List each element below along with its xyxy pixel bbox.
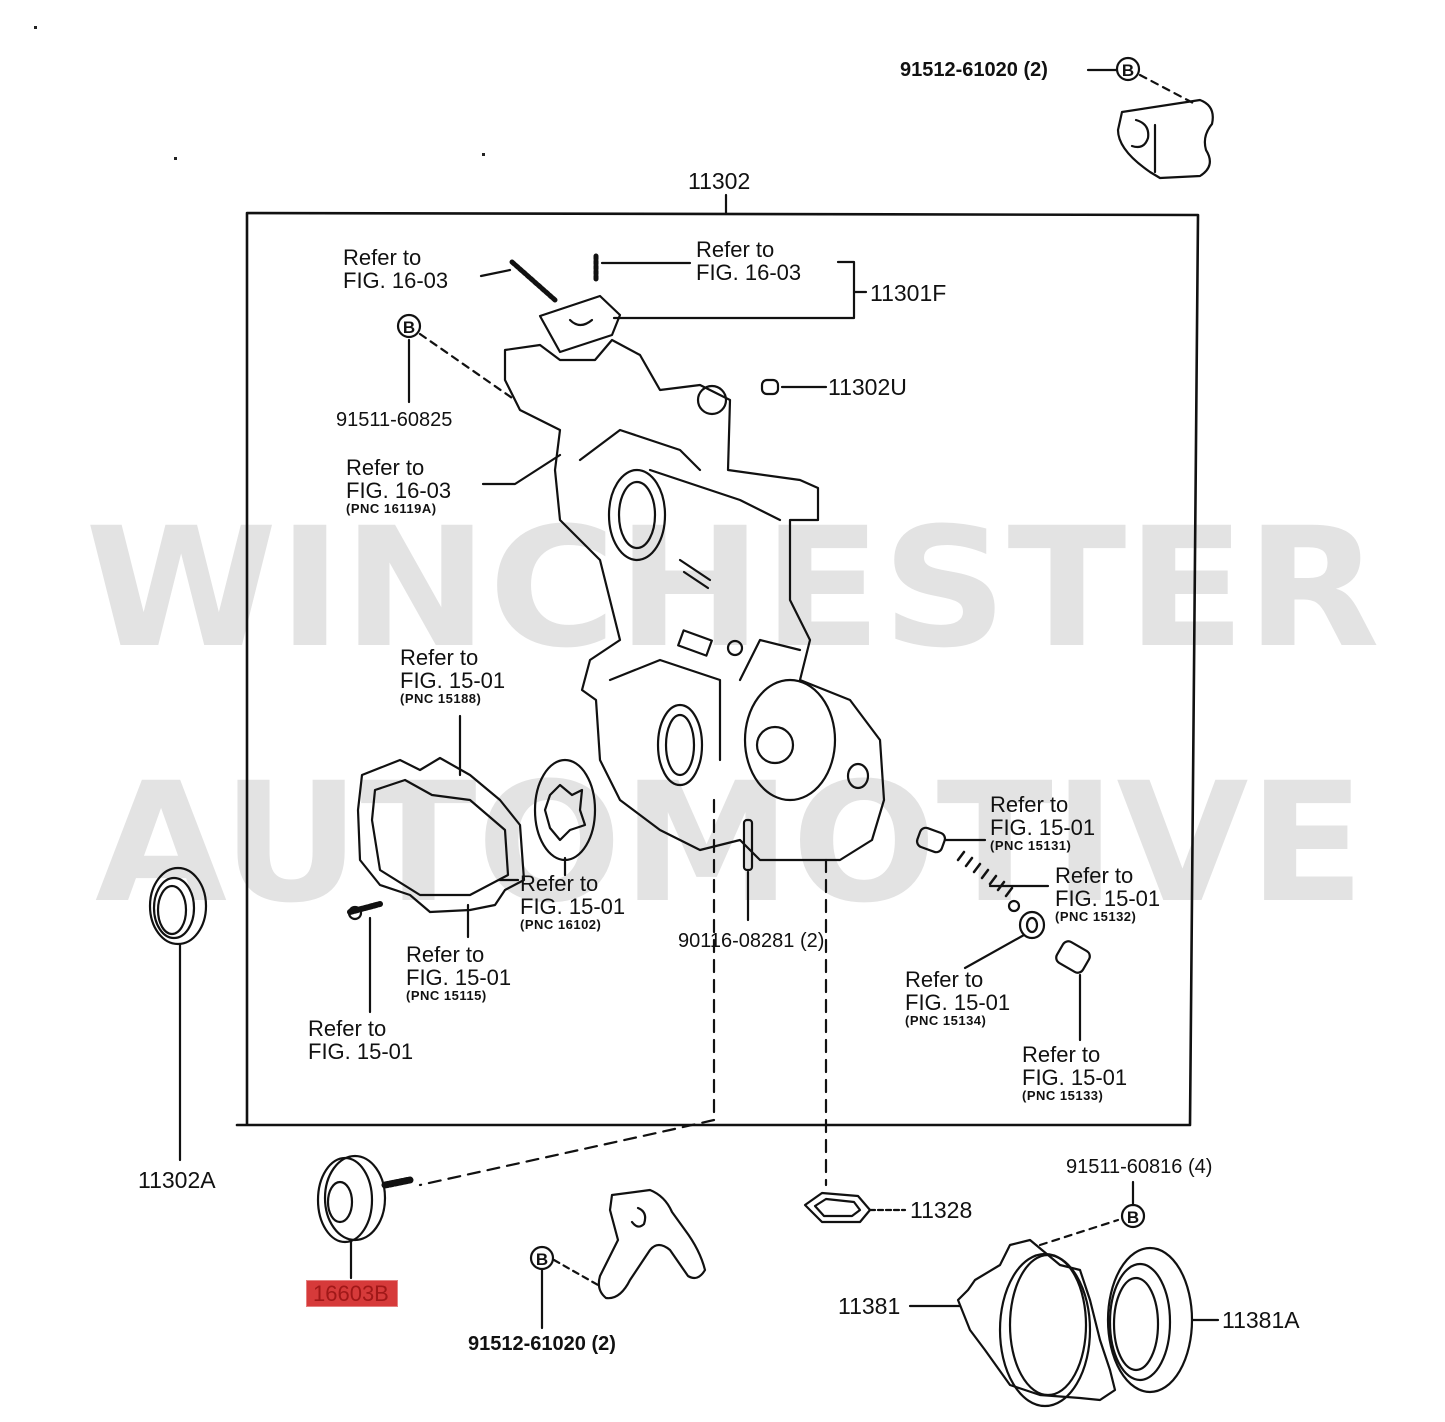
reference-figure: FIG. 15-01 — [990, 815, 1096, 840]
reference-text: Refer to — [400, 645, 479, 670]
stud — [742, 818, 754, 922]
reference-note[interactable]: Refer to FIG. 15-01 — [308, 1017, 413, 1063]
bolt-symbol-top: B — [1115, 56, 1141, 82]
oil-pump-rotor — [533, 758, 597, 877]
reference-note[interactable]: Refer to FIG. 15-01 (PNC 15134) — [905, 968, 1010, 1028]
reference-figure: FIG. 15-01 — [400, 668, 506, 693]
reference-note[interactable]: Refer to FIG. 16-03 (PNC 16119A) — [346, 456, 451, 516]
reference-pnc: (PNC 16119A) — [346, 501, 437, 516]
bolt-symbol-letter: B — [1122, 61, 1134, 80]
bolt-symbol-bottom-left: B — [536, 1250, 548, 1269]
reference-note[interactable]: Refer to FIG. 16-03 — [343, 246, 448, 292]
leader-lines — [396, 253, 868, 486]
oil-seal-right — [1106, 1246, 1220, 1394]
speck — [174, 157, 177, 160]
reference-note[interactable]: Refer to FIG. 15-01 (PNC 15132) — [1055, 864, 1160, 924]
oil-seal-left — [148, 866, 208, 1162]
reference-pnc: (PNC 15131) — [990, 838, 1072, 853]
speck — [482, 153, 485, 156]
assembly-label[interactable]: 11302 — [688, 168, 751, 194]
bolt-symbol-letter: B — [1127, 1208, 1139, 1227]
highlighted-part-label[interactable]: 16603B — [306, 1280, 398, 1307]
bracket-top-right — [1086, 68, 1214, 180]
reference-text: Refer to — [308, 1016, 387, 1041]
bolt-symbol-letter: B — [536, 1250, 548, 1269]
reference-figure: FIG. 16-03 — [346, 478, 452, 503]
reference-note[interactable]: Refer to FIG. 15-01 (PNC 15133) — [1022, 1043, 1127, 1103]
seal-retainer — [908, 1218, 1120, 1408]
reference-text: Refer to — [406, 942, 485, 967]
reference-pnc: (PNC 15132) — [1055, 909, 1137, 924]
part-label-retainer-bolt[interactable]: 91511-60816 (4) — [1066, 1156, 1213, 1178]
screw-left — [347, 901, 383, 1014]
part-label-oil-seal-left[interactable]: 11302A — [138, 1167, 216, 1193]
part-label-plug[interactable]: 11302U — [828, 374, 907, 400]
part-label-bracket-bolt-bottom[interactable]: 91512-61020 (2) — [468, 1333, 616, 1355]
reference-note[interactable]: Refer to FIG. 15-01 (PNC 15188) — [400, 646, 505, 706]
watermark-line-1: WINCHESTER — [85, 492, 1380, 684]
reference-figure: FIG. 15-01 — [1022, 1065, 1128, 1090]
reference-pnc: (PNC 15115) — [406, 988, 487, 1003]
reference-figure: FIG. 15-01 — [520, 894, 626, 919]
reference-figure: FIG. 15-01 — [406, 965, 512, 990]
speck — [34, 26, 37, 29]
reference-pnc: (PNC 15133) — [1022, 1088, 1104, 1103]
reference-text: Refer to — [1055, 863, 1134, 888]
reference-text: Refer to — [343, 245, 422, 270]
reference-figure: FIG. 15-01 — [905, 990, 1011, 1015]
reference-figure: FIG. 15-01 — [308, 1039, 414, 1064]
reference-note[interactable]: Refer to FIG. 15-01 (PNC 15131) — [990, 793, 1095, 853]
assembly-frame — [235, 193, 1200, 1127]
bolt-symbol-letter: B — [403, 318, 415, 337]
alignment-lines — [418, 798, 828, 1187]
bracket-bottom — [529, 1188, 707, 1330]
reference-note[interactable]: Refer to FIG. 15-01 (PNC 16102) — [520, 872, 625, 932]
part-label-oil-seal-right[interactable]: 11381A — [1222, 1307, 1300, 1333]
reference-pnc: (PNC 15134) — [905, 1013, 987, 1028]
part-label-bolt-left[interactable]: 91511-60825 — [336, 409, 453, 431]
reference-figure: FIG. 15-01 — [1055, 886, 1161, 911]
part-label-bracket-bolt-top[interactable]: 91512-61020 (2) — [900, 59, 1048, 81]
reference-note[interactable]: Refer to FIG. 15-01 (PNC 15115) — [406, 943, 511, 1003]
reference-text: Refer to — [1022, 1042, 1101, 1067]
part-label-gasket[interactable]: 11328 — [910, 1197, 973, 1223]
reference-text: Refer to — [346, 455, 425, 480]
reference-text: Refer to — [696, 237, 775, 262]
reference-pnc: (PNC 16102) — [520, 917, 602, 932]
bolt-symbol-left: B — [403, 318, 415, 337]
part-label-11301f[interactable]: 11301F — [870, 280, 947, 306]
reference-figure: FIG. 16-03 — [343, 268, 449, 293]
oil-pump-gasket — [356, 714, 526, 939]
idler-pulley — [316, 1154, 414, 1280]
part-label-stud[interactable]: 90116-08281 (2) — [678, 930, 825, 952]
reference-text: Refer to — [520, 871, 599, 896]
timing-chain-cover — [503, 294, 886, 862]
reference-pnc: (PNC 15188) — [400, 691, 482, 706]
reference-note[interactable]: Refer to FIG. 16-03 — [696, 238, 801, 284]
reference-text: Refer to — [905, 967, 984, 992]
reference-figure: FIG. 16-03 — [696, 260, 802, 285]
relief-valve-parts — [915, 826, 1091, 1042]
gasket-11328 — [803, 1191, 907, 1224]
reference-text: Refer to — [990, 792, 1069, 817]
bolt-symbol-bottom-right: B — [1120, 1180, 1146, 1229]
part-label-seal-retainer[interactable]: 11381 — [838, 1293, 901, 1319]
